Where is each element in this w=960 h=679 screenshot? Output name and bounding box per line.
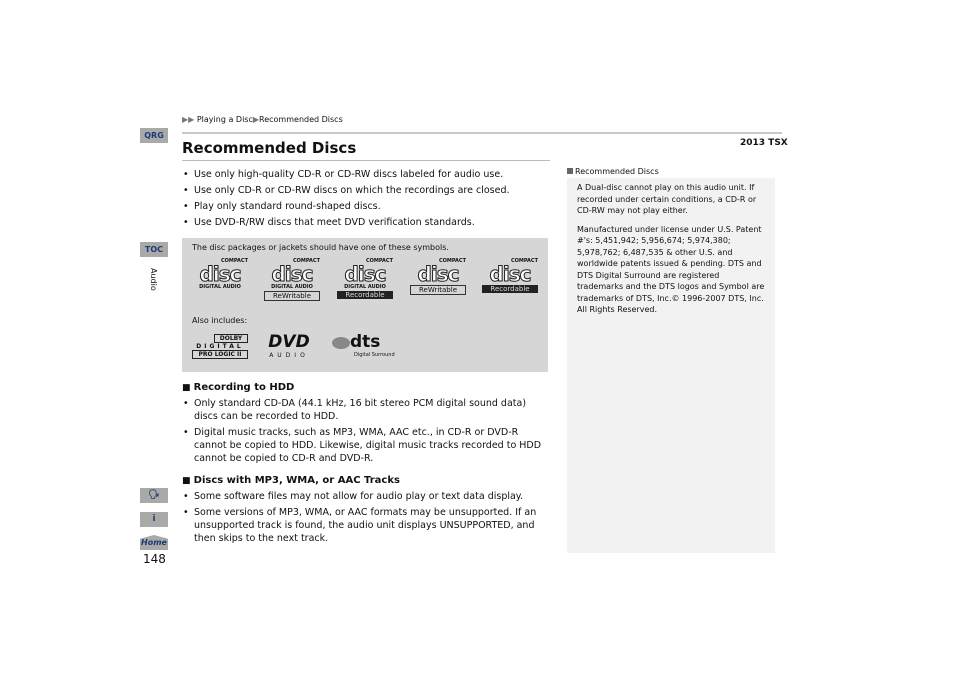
hdd-section: Recording to HDD Only standard CD-DA (44… xyxy=(182,382,552,468)
note-icon xyxy=(567,168,573,174)
note-paragraph: Manufactured under license under U.S. Pa… xyxy=(577,224,765,315)
list-item: Use DVD-R/RW discs that meet DVD verific… xyxy=(182,216,552,229)
home-button[interactable]: Home xyxy=(140,535,168,550)
section-heading: Discs with MP3, WMA, or AAC Tracks xyxy=(182,475,552,486)
section-label: Audio xyxy=(149,268,158,291)
list-item: Use only high-quality CD-R or CD-RW disc… xyxy=(182,168,552,181)
bullet-list: Use only high-quality CD-R or CD-RW disc… xyxy=(182,168,552,232)
breadcrumb: ▶▶ Playing a Disc▶Recommended Discs xyxy=(182,115,343,124)
list-item: Play only standard round-shaped discs. xyxy=(182,200,552,213)
page-title: Recommended Discs xyxy=(182,139,357,157)
breadcrumb-recommended-discs[interactable]: Recommended Discs xyxy=(259,115,343,124)
mp3-section: Discs with MP3, WMA, or AAC Tracks Some … xyxy=(182,475,552,548)
list-item: Use only CD-R or CD-RW discs on which th… xyxy=(182,184,552,197)
list-item: Digital music tracks, such as MP3, WMA, … xyxy=(182,426,552,465)
voice-command-icon[interactable]: 🗣 xyxy=(140,488,168,503)
model-label: 2013 TSX xyxy=(740,138,788,148)
list-item: Some software files may not allow for au… xyxy=(182,490,552,503)
disc-symbols-panel: The disc packages or jackets should have… xyxy=(182,238,548,372)
divider xyxy=(182,132,782,134)
note-paragraph: A Dual-disc cannot play on this audio un… xyxy=(577,183,757,215)
section-heading: Recording to HDD xyxy=(182,382,552,393)
list-item: Only standard CD-DA (44.1 kHz, 16 bit st… xyxy=(182,397,552,423)
page-number: 148 xyxy=(143,552,166,566)
qrg-button[interactable]: QRG xyxy=(140,128,168,143)
side-note: Recommended Discs A Dual-disc cannot pla… xyxy=(567,165,775,553)
divider xyxy=(182,160,550,161)
list-item: Some versions of MP3, WMA, or AAC format… xyxy=(182,506,552,545)
info-icon[interactable]: i xyxy=(140,512,168,527)
breadcrumb-playing-a-disc[interactable]: Playing a Disc xyxy=(196,115,253,124)
toc-button[interactable]: TOC xyxy=(140,242,168,257)
